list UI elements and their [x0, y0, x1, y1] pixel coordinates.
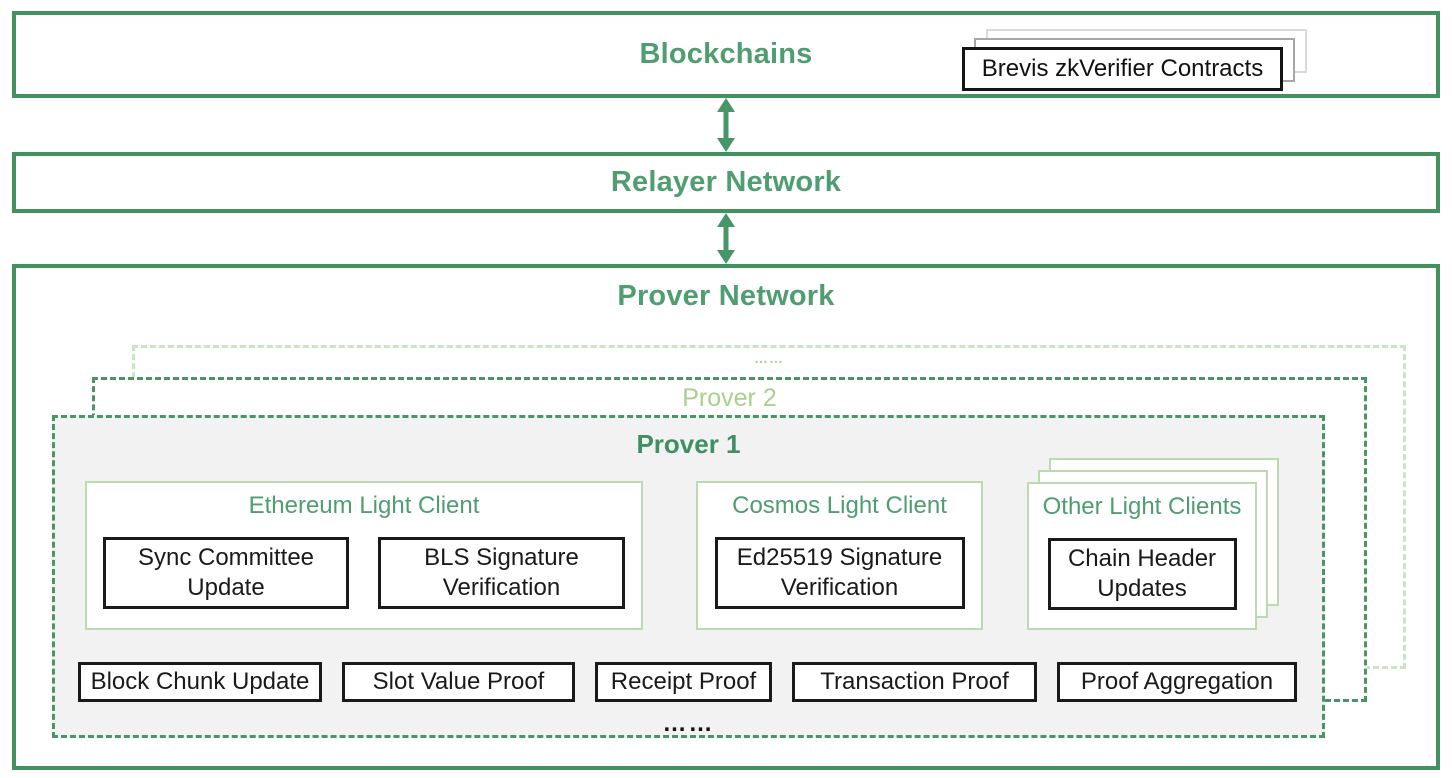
other-light-clients-panel: Other Light Clients Chain Header Updates	[1027, 482, 1257, 630]
module-sync-committee-update: Sync Committee Update	[103, 537, 349, 609]
prover-1-ellipsis: ……	[662, 710, 715, 737]
relayer-network-title: Relayer Network	[610, 166, 842, 198]
proof-modules-row: Block Chunk Update Slot Value Proof Rece…	[78, 662, 1297, 702]
prover-2-label: Prover 2	[682, 384, 777, 412]
brevis-contracts-box: Brevis zkVerifier Contracts	[962, 47, 1283, 91]
blockchains-title: Blockchains	[639, 38, 813, 70]
blockchains-box: Blockchains Brevis zkVerifier Contracts	[12, 11, 1440, 98]
proof-module-transaction-proof: Transaction Proof	[792, 662, 1037, 702]
brevis-contracts-label: Brevis zkVerifier Contracts	[981, 55, 1264, 82]
module-chain-header-updates: Chain Header Updates	[1047, 538, 1237, 610]
other-light-clients-stack: Other Light Clients Chain Header Updates	[1027, 458, 1279, 630]
proof-module-slot-value-proof: Slot Value Proof	[342, 662, 575, 702]
ethereum-modules-row: Sync Committee Update BLS Signature Veri…	[87, 537, 641, 609]
cosmos-modules-row: Ed25519 Signature Verification	[698, 537, 981, 609]
brevis-contracts-stack: Brevis zkVerifier Contracts	[962, 29, 1307, 91]
prover-1-label: Prover 1	[636, 429, 741, 459]
cosmos-light-client-panel: Cosmos Light Client Ed25519 Signature Ve…	[696, 481, 983, 630]
proof-module-block-chunk-update: Block Chunk Update	[78, 662, 322, 702]
other-modules-row: Chain Header Updates	[1029, 538, 1255, 610]
ethereum-light-client-panel: Ethereum Light Client Sync Committee Upd…	[85, 481, 643, 630]
other-light-clients-title: Other Light Clients	[1042, 493, 1242, 520]
prover-1-box: Prover 1 Ethereum Light Client Sync Comm…	[52, 415, 1325, 738]
double-arrow-icon	[714, 98, 738, 152]
prover-network-title: Prover Network	[617, 280, 835, 312]
prover-n-label: ……	[754, 350, 784, 366]
module-ed25519-signature-verification: Ed25519 Signature Verification	[714, 537, 965, 609]
module-bls-signature-verification: BLS Signature Verification	[378, 537, 625, 609]
ethereum-light-client-title: Ethereum Light Client	[248, 492, 480, 519]
double-arrow-icon	[714, 213, 738, 264]
proof-module-receipt-proof: Receipt Proof	[595, 662, 772, 702]
relayer-network-box: Relayer Network	[12, 152, 1440, 213]
cosmos-light-client-title: Cosmos Light Client	[732, 492, 947, 519]
proof-module-proof-aggregation: Proof Aggregation	[1057, 662, 1297, 702]
